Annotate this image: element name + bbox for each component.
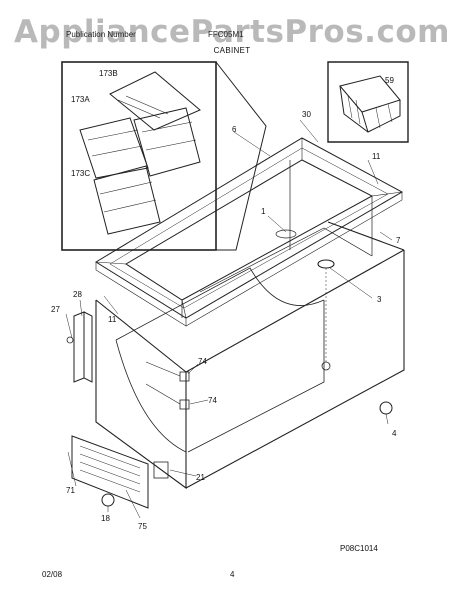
publication-label: Publication Number bbox=[66, 30, 136, 39]
part-label-4: 4 bbox=[392, 429, 397, 438]
part-label-1: 1 bbox=[261, 207, 266, 216]
part-label-28: 28 bbox=[73, 290, 82, 299]
part-label-30: 30 bbox=[302, 110, 311, 119]
part-label-7: 7 bbox=[396, 236, 401, 245]
divider-inset bbox=[61, 61, 267, 251]
part-label-173b: 173B bbox=[99, 69, 118, 78]
model-number: FFC05M1 bbox=[208, 30, 244, 39]
part-label-71: 71 bbox=[66, 486, 75, 495]
part-label-11-side: 11 bbox=[108, 315, 117, 324]
part-label-74-upper: 74 bbox=[198, 357, 207, 366]
section-title: CABINET bbox=[213, 46, 251, 55]
grille bbox=[71, 435, 169, 509]
watermark: AppliancePartsPros.com bbox=[14, 14, 450, 50]
drain-plug bbox=[317, 259, 335, 269]
part-label-11-top: 11 bbox=[372, 152, 381, 161]
drawing-code: P08C1014 bbox=[340, 544, 378, 553]
part-label-6: 6 bbox=[232, 125, 237, 134]
part-label-18: 18 bbox=[101, 514, 110, 523]
part-label-173c: 173C bbox=[71, 169, 91, 178]
liner bbox=[181, 160, 373, 318]
hinge bbox=[66, 311, 93, 383]
part-label-27: 27 bbox=[51, 305, 60, 314]
wire-clip-lower bbox=[179, 399, 190, 410]
leveling-leg bbox=[379, 401, 393, 415]
part-label-173a: 173A bbox=[71, 95, 90, 104]
basket-inset bbox=[327, 61, 409, 143]
cabinet-body bbox=[95, 221, 405, 490]
part-label-59: 59 bbox=[385, 76, 394, 85]
wire-clip-upper bbox=[179, 371, 190, 382]
foot bbox=[101, 493, 115, 507]
part-label-75: 75 bbox=[138, 522, 147, 531]
drain-cap bbox=[275, 229, 297, 239]
part-label-21: 21 bbox=[196, 473, 205, 482]
part-label-74-lower: 74 bbox=[208, 396, 217, 405]
page-number: 4 bbox=[230, 570, 235, 579]
footer-date: 02/08 bbox=[42, 570, 63, 579]
part-label-3: 3 bbox=[377, 295, 382, 304]
